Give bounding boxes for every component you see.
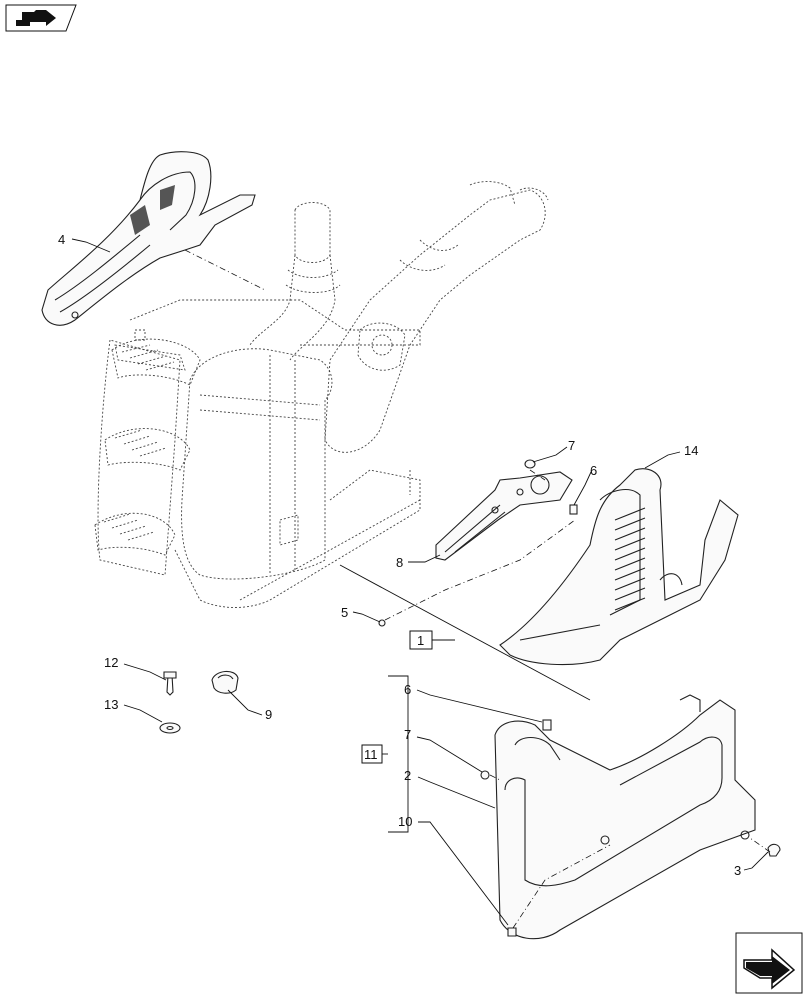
callout-7-upper: 7 (568, 438, 575, 453)
boxed-callout-1: 1 (409, 630, 433, 650)
assembly-lines (184, 249, 771, 929)
group-lines (339, 564, 591, 833)
part-screw-12 (163, 671, 177, 696)
callout-5: 5 (341, 605, 348, 620)
part-fastener-3 (767, 843, 781, 857)
callout-10: 10 (398, 814, 412, 829)
leader-lines (71, 238, 769, 926)
callout-11: 11 (364, 747, 378, 762)
callout-13: 13 (104, 697, 118, 712)
part-bracket (435, 471, 573, 561)
part-fastener-7b (480, 770, 490, 780)
callout-2: 2 (404, 768, 411, 783)
callout-6-lower: 6 (404, 682, 411, 697)
callout-4: 4 (58, 232, 65, 247)
part-rear-cover (494, 694, 756, 940)
part-clip-9 (211, 670, 239, 694)
callout-7-lower: 7 (404, 727, 411, 742)
callout-9: 9 (265, 707, 272, 722)
ghost-assembly (94, 181, 549, 608)
part-fastener-10 (507, 927, 517, 937)
callout-12: 12 (104, 655, 118, 670)
book-arrow-icon[interactable] (5, 4, 77, 32)
part-fastener-6b (542, 719, 552, 731)
part-fastener-5 (378, 619, 386, 627)
part-washer-13 (159, 722, 181, 734)
callout-8: 8 (396, 555, 403, 570)
next-page-arrow-icon[interactable] (735, 932, 803, 994)
callout-6-upper: 6 (590, 463, 597, 478)
part-handle (41, 151, 256, 326)
callout-3: 3 (734, 863, 741, 878)
part-fastener-6a (569, 504, 578, 515)
callout-14: 14 (684, 443, 698, 458)
callout-labels: 4 5 7 6 14 8 12 13 9 6 7 2 10 3 (58, 232, 741, 878)
part-fastener-7a (524, 459, 536, 469)
part-side-shroud (499, 468, 739, 666)
callout-1: 1 (417, 633, 424, 648)
boxed-callout-11: 11 (361, 744, 383, 764)
